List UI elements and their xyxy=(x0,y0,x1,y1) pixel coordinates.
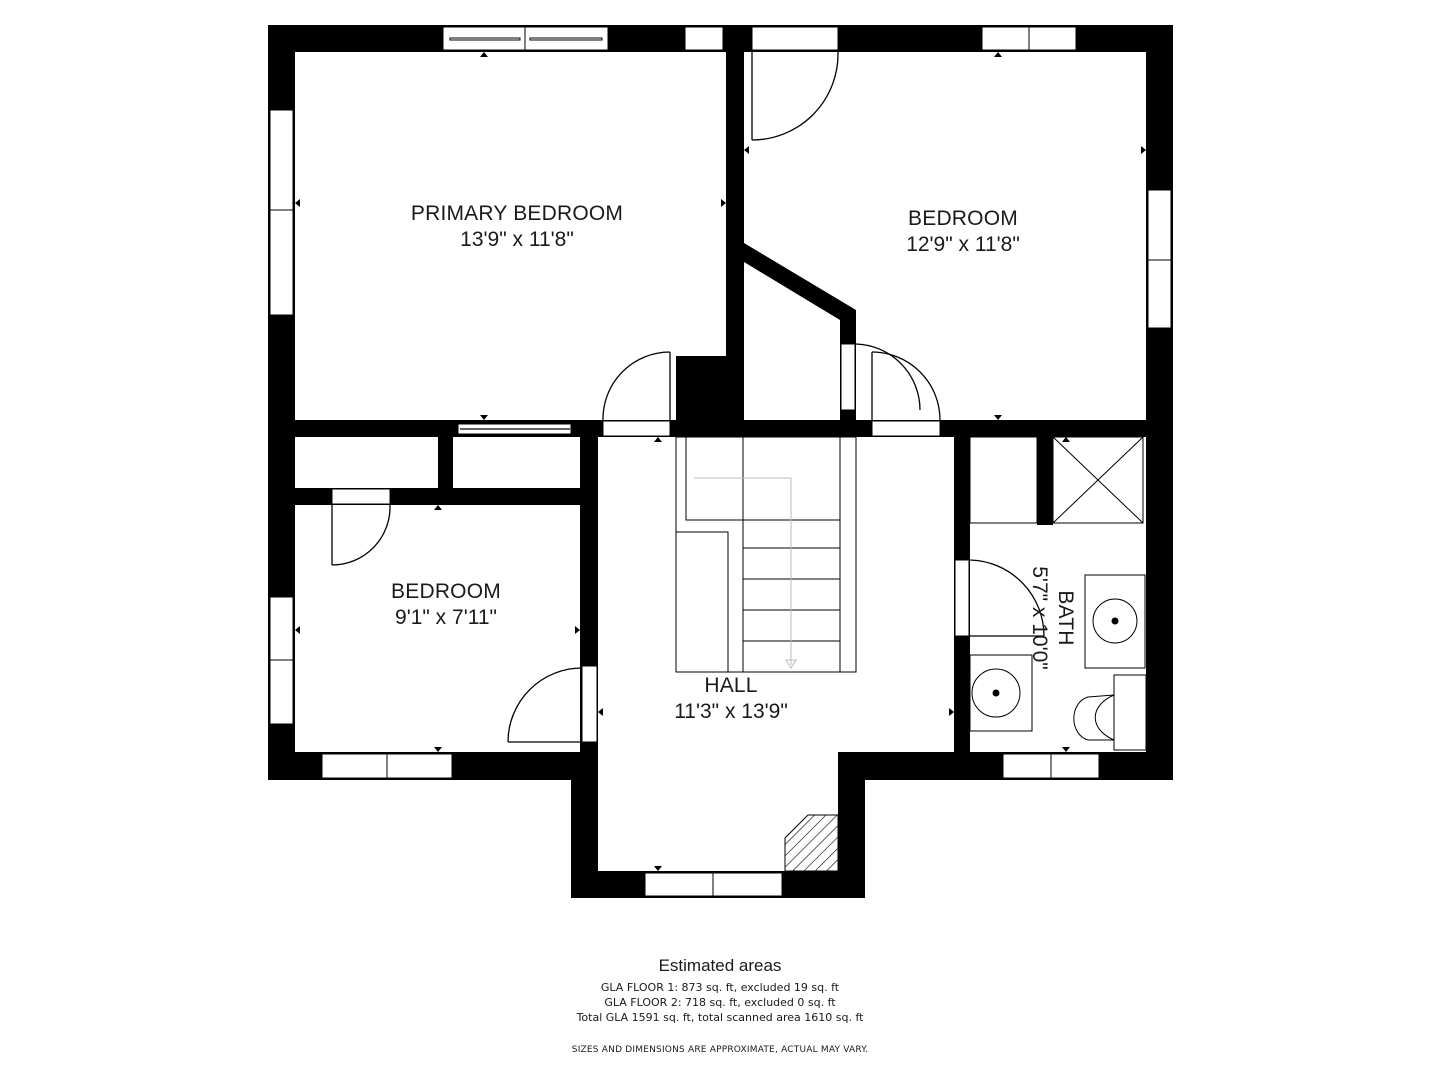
room-dimensions: 12'9" x 11'8" xyxy=(906,233,1020,256)
room-name: BATH xyxy=(1054,590,1077,646)
room-dimensions: 11'3" x 13'9" xyxy=(674,700,788,723)
areas-line-floor-1: GLA FLOOR 1: 873 sq. ft, excluded 19 sq.… xyxy=(600,981,840,994)
room-dimensions: 9'1" x 7'11" xyxy=(395,606,497,629)
windows xyxy=(269,26,1172,897)
room-name: PRIMARY BEDROOM xyxy=(410,202,624,225)
room-dimensions: 5'7" x 10'0" xyxy=(1028,566,1051,670)
room-label-bedroom-3: BEDROOM 9'1" x 7'11" xyxy=(391,579,501,631)
disclaimer: SIZES AND DIMENSIONS ARE APPROXIMATE, AC… xyxy=(571,1045,869,1055)
areas-title: Estimated areas xyxy=(658,956,782,975)
room-name: HALL xyxy=(704,674,758,697)
bath-fixtures xyxy=(969,436,1147,751)
room-dimensions: 13'9" x 11'8" xyxy=(460,228,574,251)
wall-markers xyxy=(295,52,1146,871)
room-label-hall: HALL 11'3" x 13'9" xyxy=(674,673,788,725)
areas-line-floor-2: GLA FLOOR 2: 718 sq. ft, excluded 0 sq. … xyxy=(604,996,836,1009)
areas-line-total: Total GLA 1591 sq. ft, total scanned are… xyxy=(576,1011,864,1024)
door-openings xyxy=(331,343,970,743)
room-label-primary-bedroom: PRIMARY BEDROOM 13'9" x 11'8" xyxy=(411,201,623,253)
staircase xyxy=(675,436,857,673)
room-name: BEDROOM xyxy=(391,580,501,603)
chimney-hatch xyxy=(784,814,839,872)
door-swings xyxy=(331,51,1045,743)
room-label-bath: BATH 5'7" x 10'0" xyxy=(1026,566,1078,670)
room-label-bedroom-2: BEDROOM 12'9" x 11'8" xyxy=(906,206,1020,258)
interior-walls xyxy=(295,25,1146,755)
estimated-areas: Estimated areas GLA FLOOR 1: 873 sq. ft,… xyxy=(577,955,864,1025)
room-name: BEDROOM xyxy=(908,207,1018,230)
